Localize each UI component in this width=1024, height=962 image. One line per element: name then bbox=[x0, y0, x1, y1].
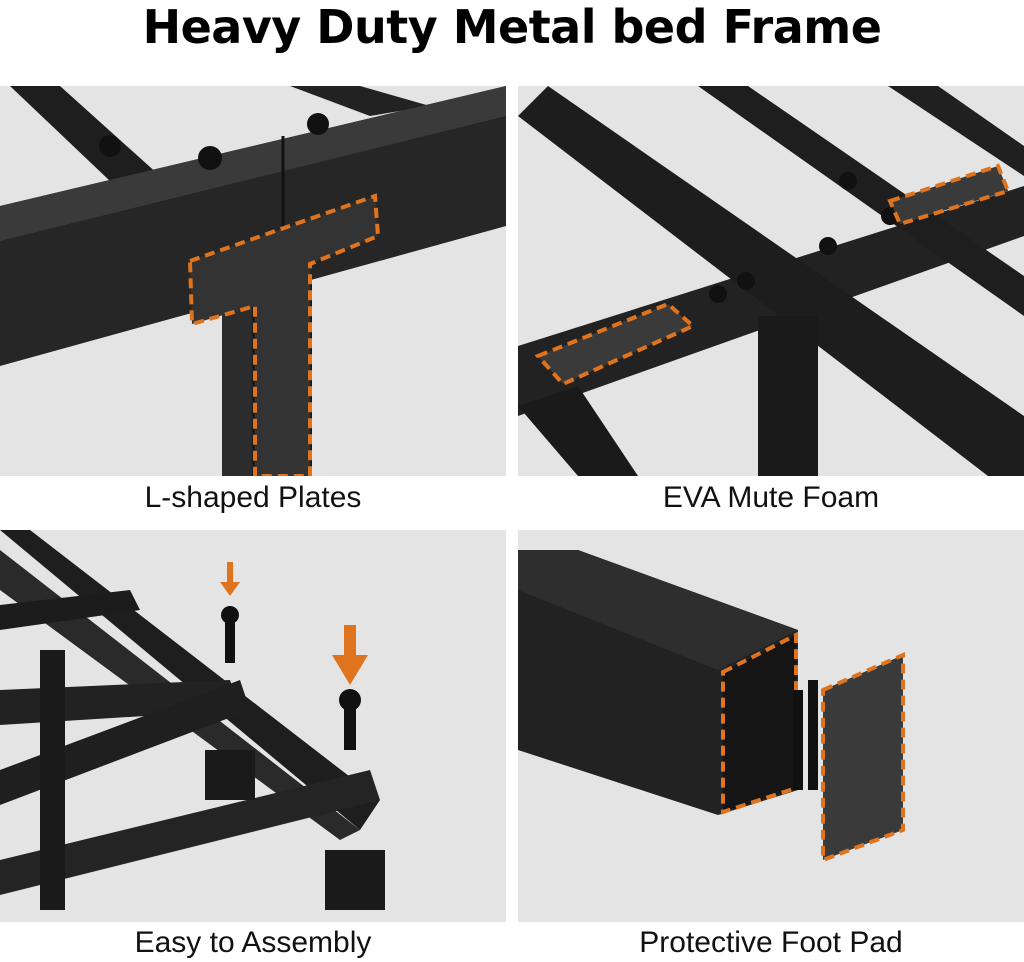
arrow-down-icon bbox=[220, 562, 240, 596]
arrow-down-icon bbox=[332, 625, 368, 685]
page-title: Heavy Duty Metal bed Frame bbox=[142, 0, 882, 54]
eva-mute-foam-image bbox=[518, 86, 1024, 476]
l-shaped-plates-image bbox=[0, 86, 506, 476]
caption-protective-foot-pad: Protective Foot Pad bbox=[639, 926, 903, 959]
caption-l-shaped-plates: L-shaped Plates bbox=[144, 481, 362, 514]
screw-icon bbox=[339, 689, 361, 750]
protective-foot-pad-image bbox=[518, 530, 1024, 922]
screw-icon bbox=[221, 606, 239, 663]
easy-to-assembly-image bbox=[0, 530, 506, 922]
caption-eva-mute-foam: EVA Mute Foam bbox=[662, 481, 880, 514]
caption-easy-to-assembly: Easy to Assembly bbox=[134, 926, 372, 959]
